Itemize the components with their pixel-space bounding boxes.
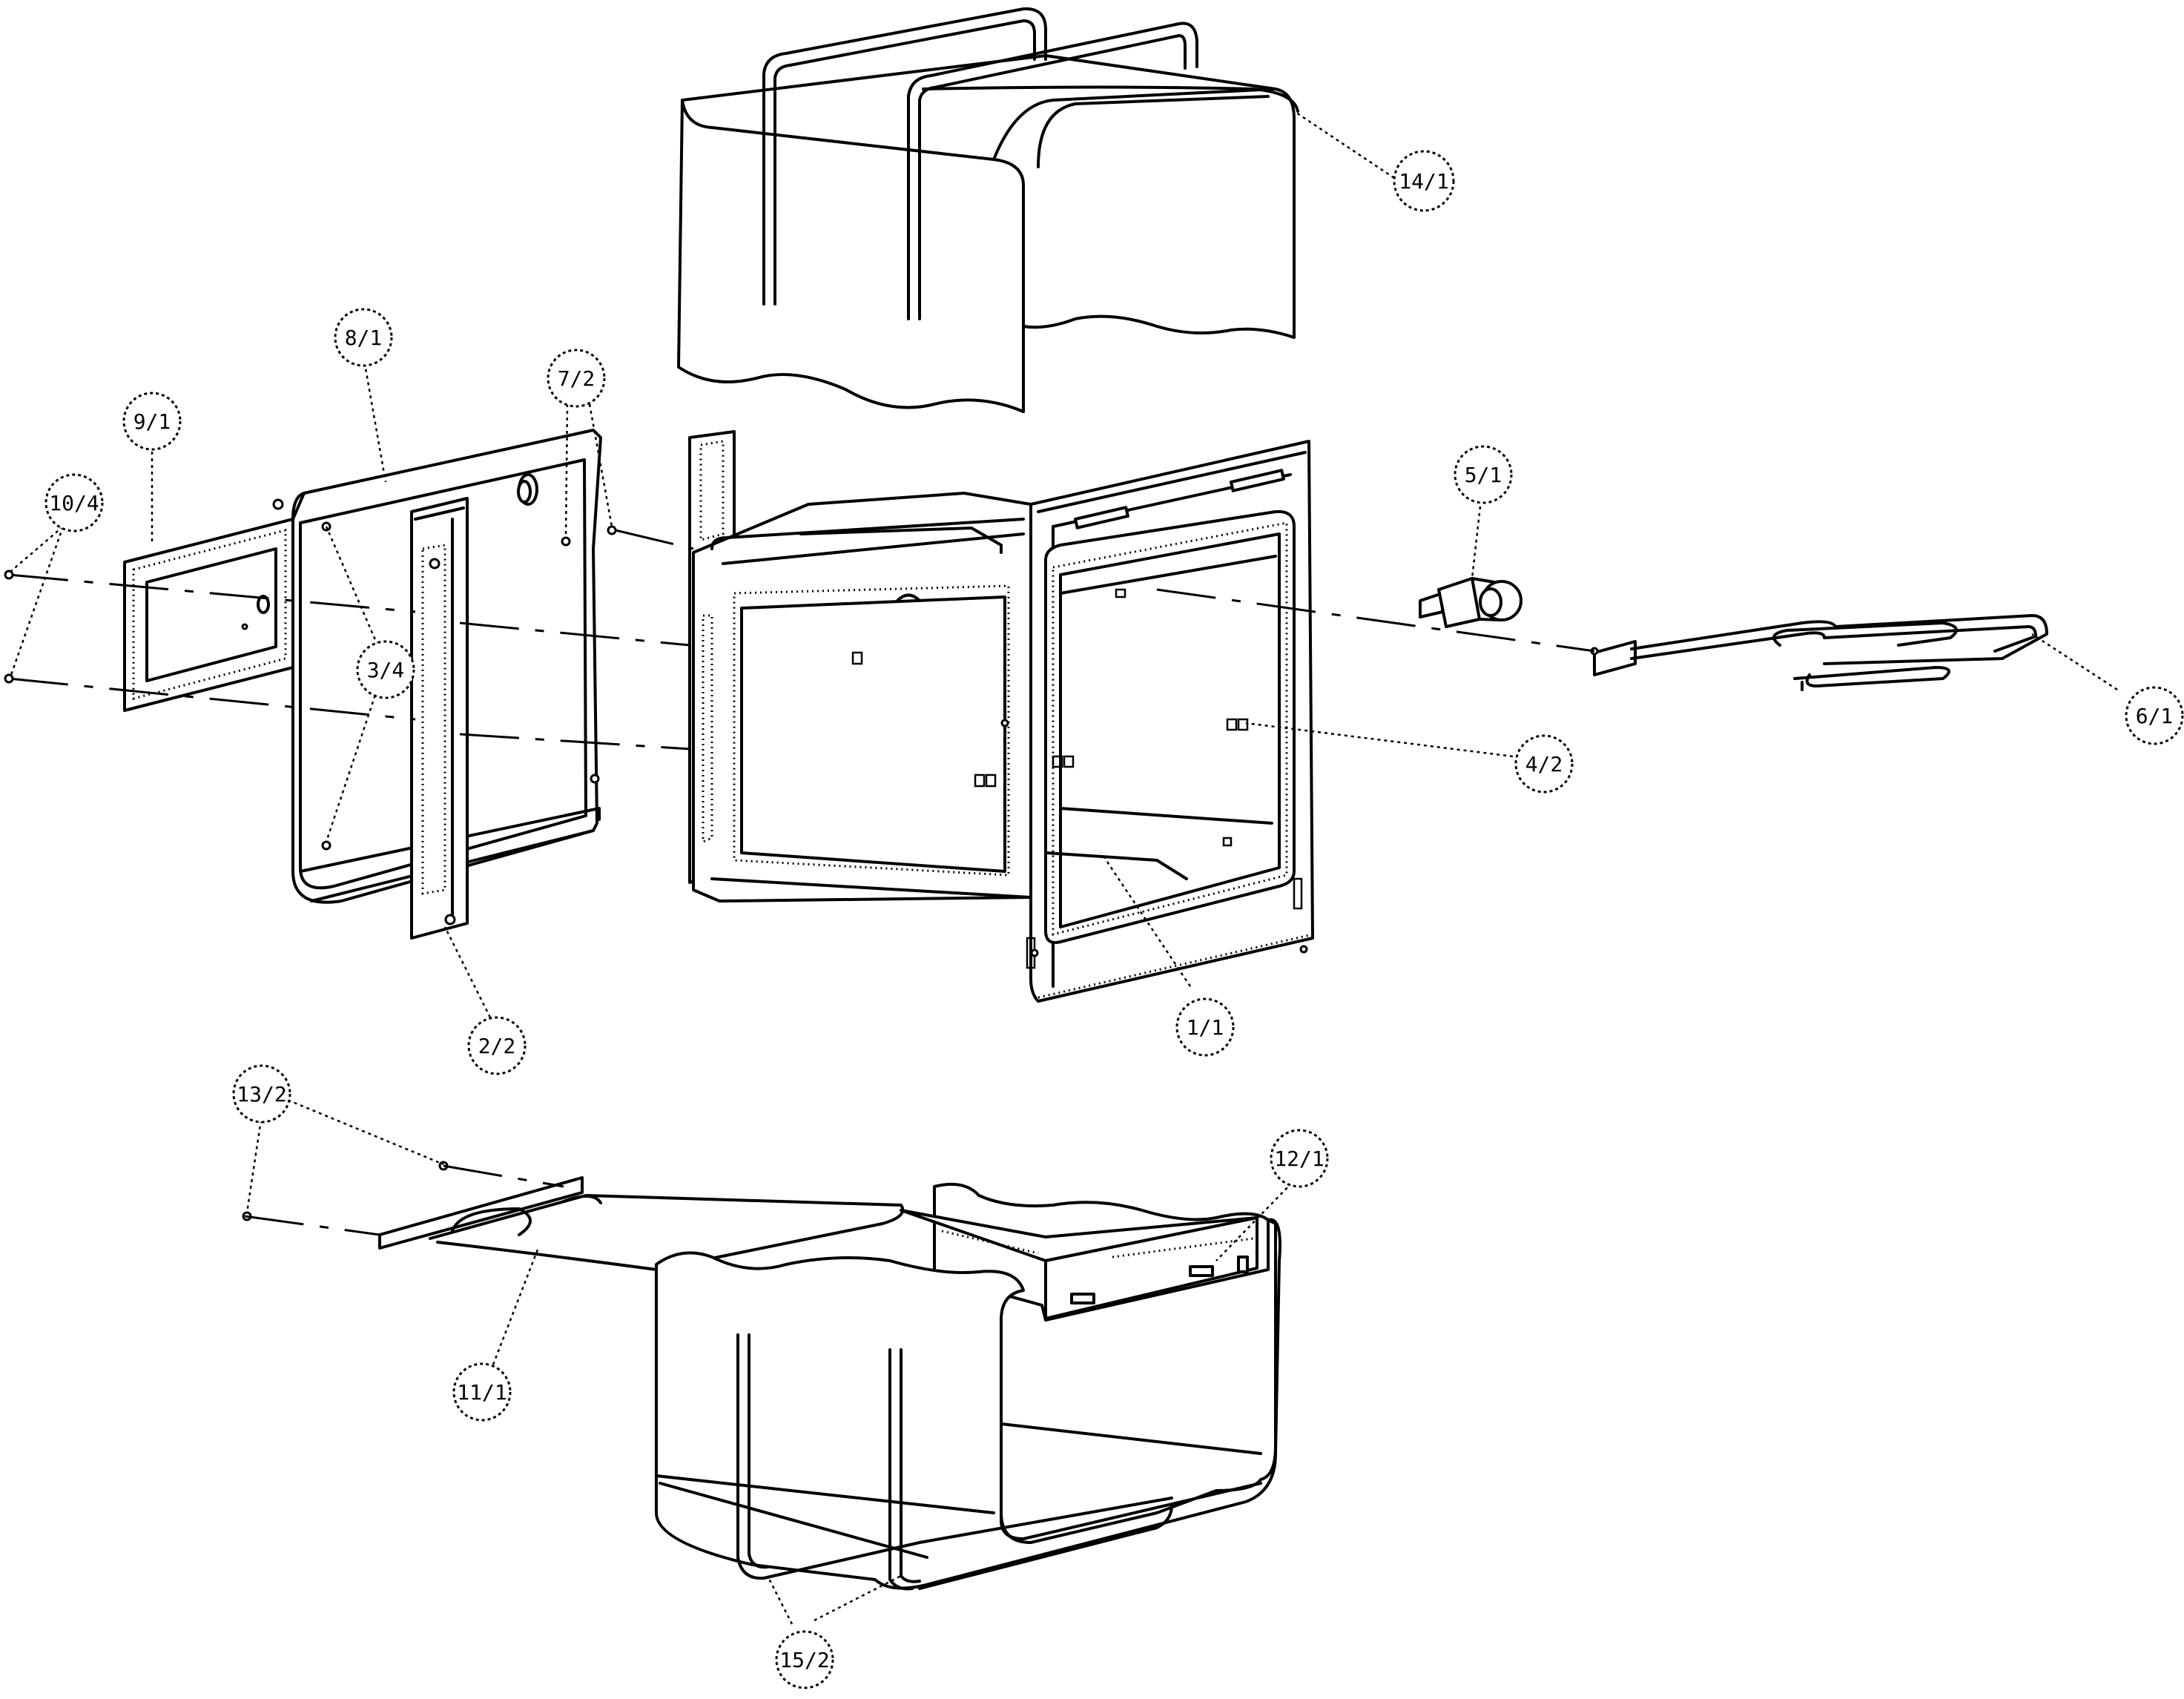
thermostat-knob [1419, 577, 1522, 628]
callout-label: 4/2 [1525, 752, 1563, 776]
callouts: 14/1 8/1 7/2 9/1 10/4 5/1 3/4 6/1 [44, 150, 2184, 1689]
callout-label: 9/1 [133, 409, 171, 434]
callout-9-1: 9/1 [122, 392, 182, 451]
callout-3-4: 3/4 [356, 640, 415, 699]
callout-6-1: 6/1 [2125, 686, 2184, 745]
callout-14-1: 14/1 [1393, 150, 1455, 212]
callout-label: 5/1 [1465, 463, 1502, 487]
callout-label: 13/2 [237, 1082, 286, 1106]
callout-label: 3/4 [367, 658, 405, 682]
callout-label: 15/2 [779, 1648, 829, 1672]
callout-label: 1/1 [1187, 1015, 1224, 1040]
callout-1-1: 1/1 [1175, 997, 1235, 1057]
callout-label: 12/1 [1274, 1147, 1324, 1171]
assembly-center-lines [4, 529, 1595, 1236]
callout-13-2: 13/2 [232, 1064, 291, 1124]
callout-label: 2/2 [478, 1034, 516, 1058]
bottom-wrap-insulation [655, 1182, 1281, 1591]
callout-5-1: 5/1 [1454, 445, 1513, 504]
callout-4-2: 4/2 [1514, 734, 1574, 794]
callout-12-1: 12/1 [1270, 1129, 1329, 1188]
top-wrap-insulation [677, 7, 1299, 413]
callout-label: 8/1 [345, 326, 383, 350]
callout-15-2: 15/2 [775, 1630, 834, 1689]
shelf-runner [410, 497, 469, 940]
left-back-panel [123, 518, 294, 712]
callout-10-4: 10/4 [44, 473, 104, 532]
oven-cavity [561, 430, 1314, 1003]
callout-leaders [10, 110, 2118, 1625]
callout-8-1: 8/1 [334, 308, 393, 367]
bottom-heater-plate [242, 1161, 905, 1271]
callout-label: 7/2 [558, 366, 596, 391]
callout-label: 10/4 [49, 491, 99, 515]
callout-label: 14/1 [1399, 169, 1448, 194]
callout-label: 11/1 [457, 1380, 507, 1405]
callout-7-2: 7/2 [547, 349, 606, 408]
callout-2-2: 2/2 [467, 1016, 527, 1075]
grill-element [1590, 614, 2048, 691]
callout-11-1: 11/1 [452, 1362, 512, 1422]
callout-label: 6/1 [2136, 704, 2174, 728]
